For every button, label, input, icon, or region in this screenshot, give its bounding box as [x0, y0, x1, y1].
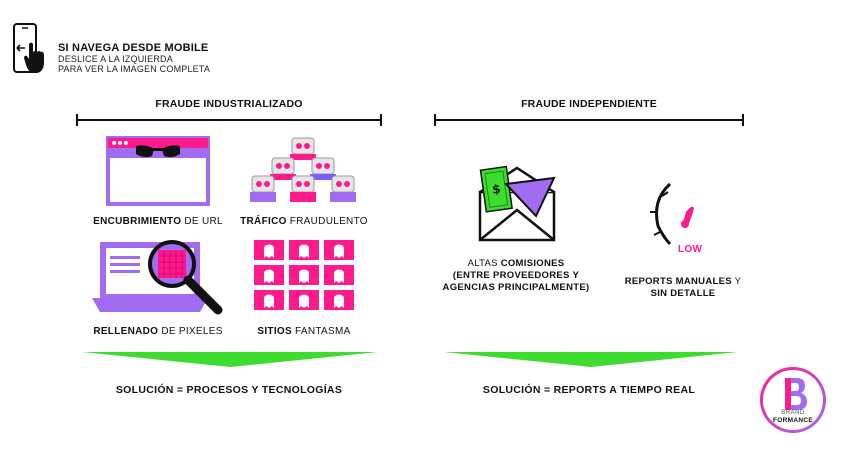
mobile-hint-line1: DESLICE A LA IZQUIERDA [58, 54, 173, 64]
mobile-hint-line2: PARA VER LA IMAGEN COMPLETA [58, 64, 211, 74]
solution-independent: SOLUCIÓN = REPORTS A TIEMPO REAL [482, 384, 696, 396]
low-gauge-icon [648, 178, 712, 256]
caption-bot-traffic-rest: FRAUDULENTO [286, 216, 368, 227]
solution-arrow-left [82, 350, 378, 368]
solution-industrial: SOLUCIÓN = PROCESOS Y TECNOLOGÍAS [115, 384, 343, 396]
mobile-hint-title: SI NAVEGA DESDE MOBILE [58, 42, 209, 54]
swipe-phone-icon [12, 22, 48, 78]
caption-bot-traffic: TRÁFICO FRAUDULENTO [226, 216, 382, 227]
caption-manual-reports-bold: REPORTS MANUALES [624, 276, 732, 287]
envelope-cash-icon: $ [476, 164, 558, 244]
ghost-sites-icon [252, 238, 358, 314]
svg-text:$: $ [491, 182, 501, 197]
caption-pixel-stuffing: RELLENADO DE PIXELES [80, 326, 236, 337]
bracket-industrial [76, 114, 382, 126]
caption-url-cloaking-rest: DE URL [181, 216, 223, 227]
caption-pixel-stuffing-rest: DE PIXELES [158, 326, 223, 337]
brand-logo-line1: BRAND [781, 410, 805, 416]
caption-ghost-sites-bold: SITIOS [257, 326, 292, 337]
brand-b-mark-icon [785, 378, 807, 410]
caption-high-commissions-line2: (ENTRE PROVEEDORES Y [452, 270, 580, 281]
caption-manual-reports-rest: Y [731, 276, 742, 287]
section-title-independent: FRAUDE INDEPENDIENTE [521, 98, 657, 110]
gauge-low-label: LOW [678, 244, 703, 255]
caption-url-cloaking-bold: ENCUBRIMIENTO [93, 216, 182, 227]
caption-ghost-sites-rest: FANTASMA [291, 326, 351, 337]
caption-pixel-stuffing-bold: RELLENADO [93, 326, 159, 337]
url-cloaking-icon [106, 136, 210, 206]
brand-logo: BRAND FORMANCE [760, 367, 826, 433]
caption-high-commissions: ALTAS COMISIONES (ENTRE PROVEEDORES Y AG… [436, 258, 596, 294]
caption-url-cloaking: ENCUBRIMIENTO DE URL [80, 216, 236, 227]
caption-bot-traffic-bold: TRÁFICO [240, 216, 287, 227]
bot-traffic-icon [246, 134, 360, 206]
caption-manual-reports-line2: SIN DETALLE [650, 288, 716, 299]
solution-arrow-right [444, 350, 738, 368]
caption-high-commissions-pre: ALTAS [467, 258, 501, 269]
brand-logo-line2: FORMANCE [773, 417, 813, 424]
caption-high-commissions-line3: AGENCIAS PRINCIPALMENTE) [442, 282, 590, 293]
caption-high-commissions-line1: ALTAS COMISIONES [436, 258, 596, 270]
mobile-hint-subtitle: DESLICE A LA IZQUIERDA PARA VER LA IMAGE… [58, 54, 210, 74]
caption-manual-reports: REPORTS MANUALES Y SIN DETALLE [612, 276, 754, 300]
section-title-industrial: FRAUDE INDUSTRIALIZADO [155, 98, 303, 110]
pixel-stuffing-icon [92, 238, 228, 318]
caption-ghost-sites: SITIOS FANTASMA [226, 326, 382, 337]
caption-manual-reports-line1: REPORTS MANUALES Y [612, 276, 754, 288]
bracket-independent [434, 114, 744, 126]
caption-high-commissions-bold: COMISIONES [500, 258, 565, 269]
